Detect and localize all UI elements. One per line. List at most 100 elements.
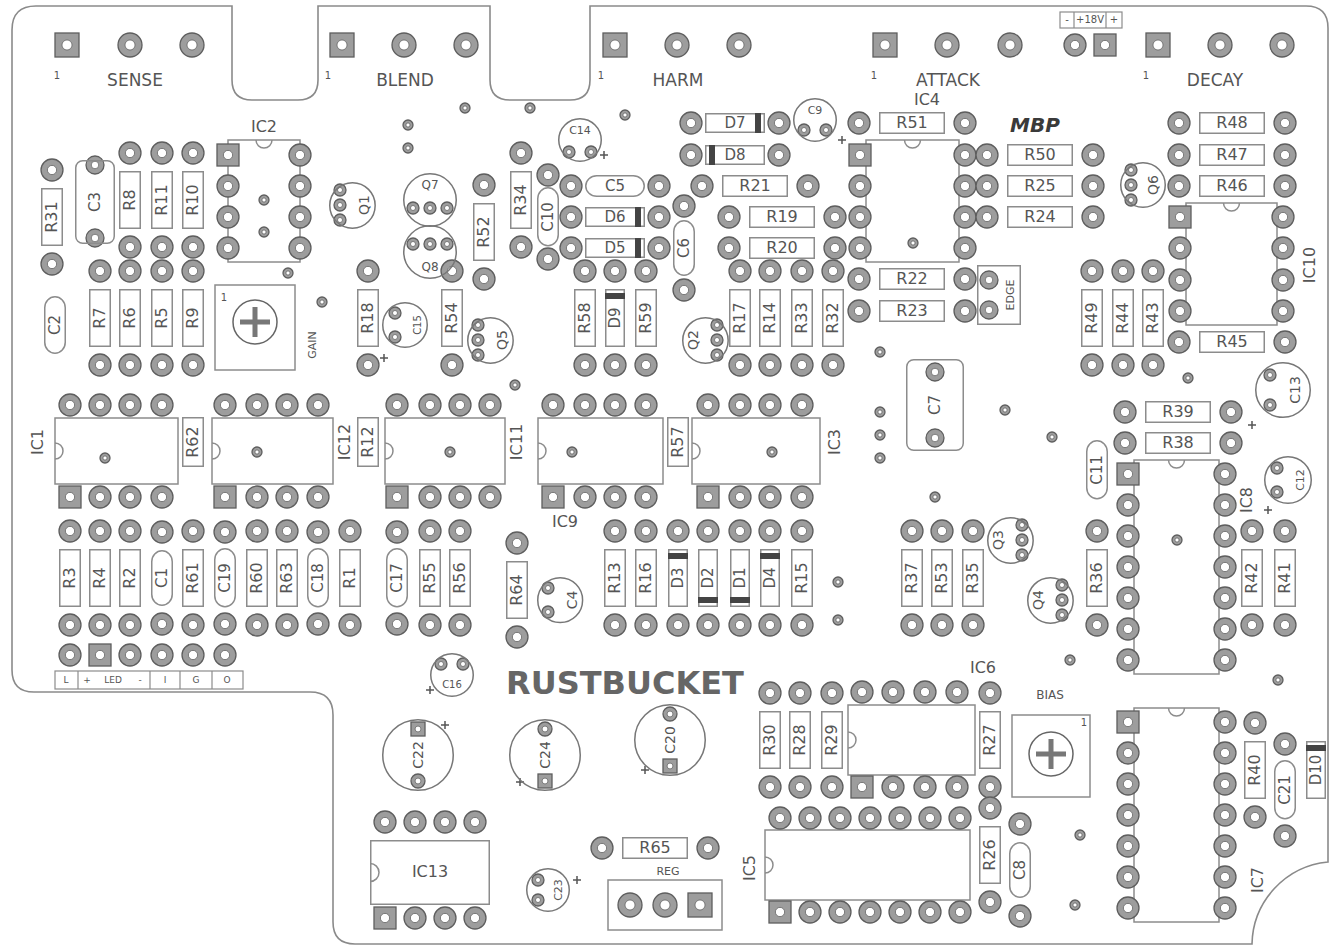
pcb-element (419, 614, 441, 636)
pcb-element (586, 176, 645, 197)
pcb-element (667, 763, 673, 769)
pcb-element (313, 400, 322, 409)
pcb-element (635, 520, 657, 542)
pcb-element (673, 279, 695, 301)
solder-pad (1274, 112, 1296, 134)
pcb-element (962, 520, 984, 542)
logo-text: RUSTBUCKET (506, 667, 744, 699)
pcb-element (895, 907, 904, 916)
part-label: R40 (1247, 754, 1263, 785)
pcb-element (679, 201, 688, 210)
solder-pad (829, 901, 851, 923)
part-label: R4 (92, 567, 108, 588)
pcb-element (1000, 405, 1010, 415)
pcb-element (120, 172, 141, 229)
pcb-element (911, 241, 915, 245)
pcb-element (1088, 150, 1097, 159)
board-label: 1 (221, 293, 227, 303)
pcb-element (697, 486, 719, 508)
pcb-element (119, 260, 141, 282)
pcb-element (865, 907, 874, 916)
pcb-element (41, 159, 63, 181)
pcb-element (889, 807, 911, 829)
pcb-element (1123, 872, 1132, 881)
pcb-element (1250, 812, 1259, 821)
pcb-element (791, 486, 813, 508)
solder-pad (759, 614, 781, 636)
pcb-element (759, 682, 781, 704)
pcb-element (440, 913, 449, 922)
pcb-element (1081, 260, 1103, 282)
pcb-element (392, 619, 401, 628)
pcb-element (937, 526, 946, 535)
pcb-element (925, 907, 934, 916)
solder-pad (919, 807, 941, 829)
pcb-element (542, 486, 564, 508)
solder-pad (789, 682, 811, 704)
component-box: R41 (1274, 549, 1296, 607)
pcb-element (538, 418, 663, 484)
pcb-element (119, 236, 141, 258)
component-box: R44 (1112, 289, 1134, 347)
solder-pad (822, 260, 844, 282)
pcb-element (1125, 179, 1137, 191)
part-label: C14 (569, 125, 591, 136)
pcb-element (654, 181, 663, 190)
pcb-element (960, 306, 969, 315)
pcb-element (1117, 866, 1139, 888)
pcb-element (679, 285, 688, 294)
pcb-element (1003, 408, 1007, 412)
part-label: C23 (553, 879, 564, 901)
solder-pad (1117, 742, 1139, 764)
pcb-element (824, 206, 846, 228)
pcb-element (157, 360, 166, 369)
solder-pad (759, 486, 781, 508)
pcb-element (447, 360, 456, 369)
pcb-element (1280, 118, 1289, 127)
solder-pad (1214, 525, 1236, 547)
component-box: R3 (59, 549, 81, 607)
pcb-element (949, 901, 971, 923)
pcb-element (1214, 618, 1236, 640)
solder-pad (1271, 462, 1283, 474)
component-box: R34 (510, 171, 532, 229)
solder-pad (424, 238, 436, 250)
pcb-element (214, 613, 236, 635)
solder-pad (931, 614, 953, 636)
pcb-element (827, 782, 836, 791)
solder-pad (759, 260, 781, 282)
pcb-element (473, 174, 495, 196)
pcb-element (1117, 835, 1139, 857)
pcb-element (933, 495, 937, 499)
solder-pad (976, 144, 998, 166)
component-box: R45 (1199, 331, 1265, 353)
pcb-element (857, 687, 866, 696)
part-label: C17 (390, 563, 405, 593)
pcb-element (724, 212, 733, 221)
solder-pad (1146, 33, 1170, 57)
pcb-element (668, 553, 688, 559)
round-component: C23 (526, 868, 570, 912)
part-label: R11 (154, 184, 170, 215)
solder-pad (673, 279, 695, 301)
pcb-element (188, 242, 197, 251)
solder-pad (1117, 525, 1139, 547)
pcb-element (485, 400, 494, 409)
pcb-element (591, 837, 613, 859)
pcb-element (566, 212, 575, 221)
pcb-element (537, 164, 559, 186)
component-box: R30 (759, 711, 781, 769)
pcb-element (89, 486, 111, 508)
solder-pad (1082, 144, 1104, 166)
pcb-element (765, 400, 774, 409)
pcb-element (635, 614, 657, 636)
pcb-element (119, 142, 141, 164)
pcb-element (792, 550, 813, 607)
pcb-element (610, 360, 619, 369)
pcb-element (59, 394, 81, 416)
pcb-element (42, 189, 63, 246)
pcb-element (1169, 300, 1191, 322)
solder-pad (445, 447, 455, 457)
part-label: C22 (411, 741, 425, 769)
pcb-element (345, 620, 354, 629)
